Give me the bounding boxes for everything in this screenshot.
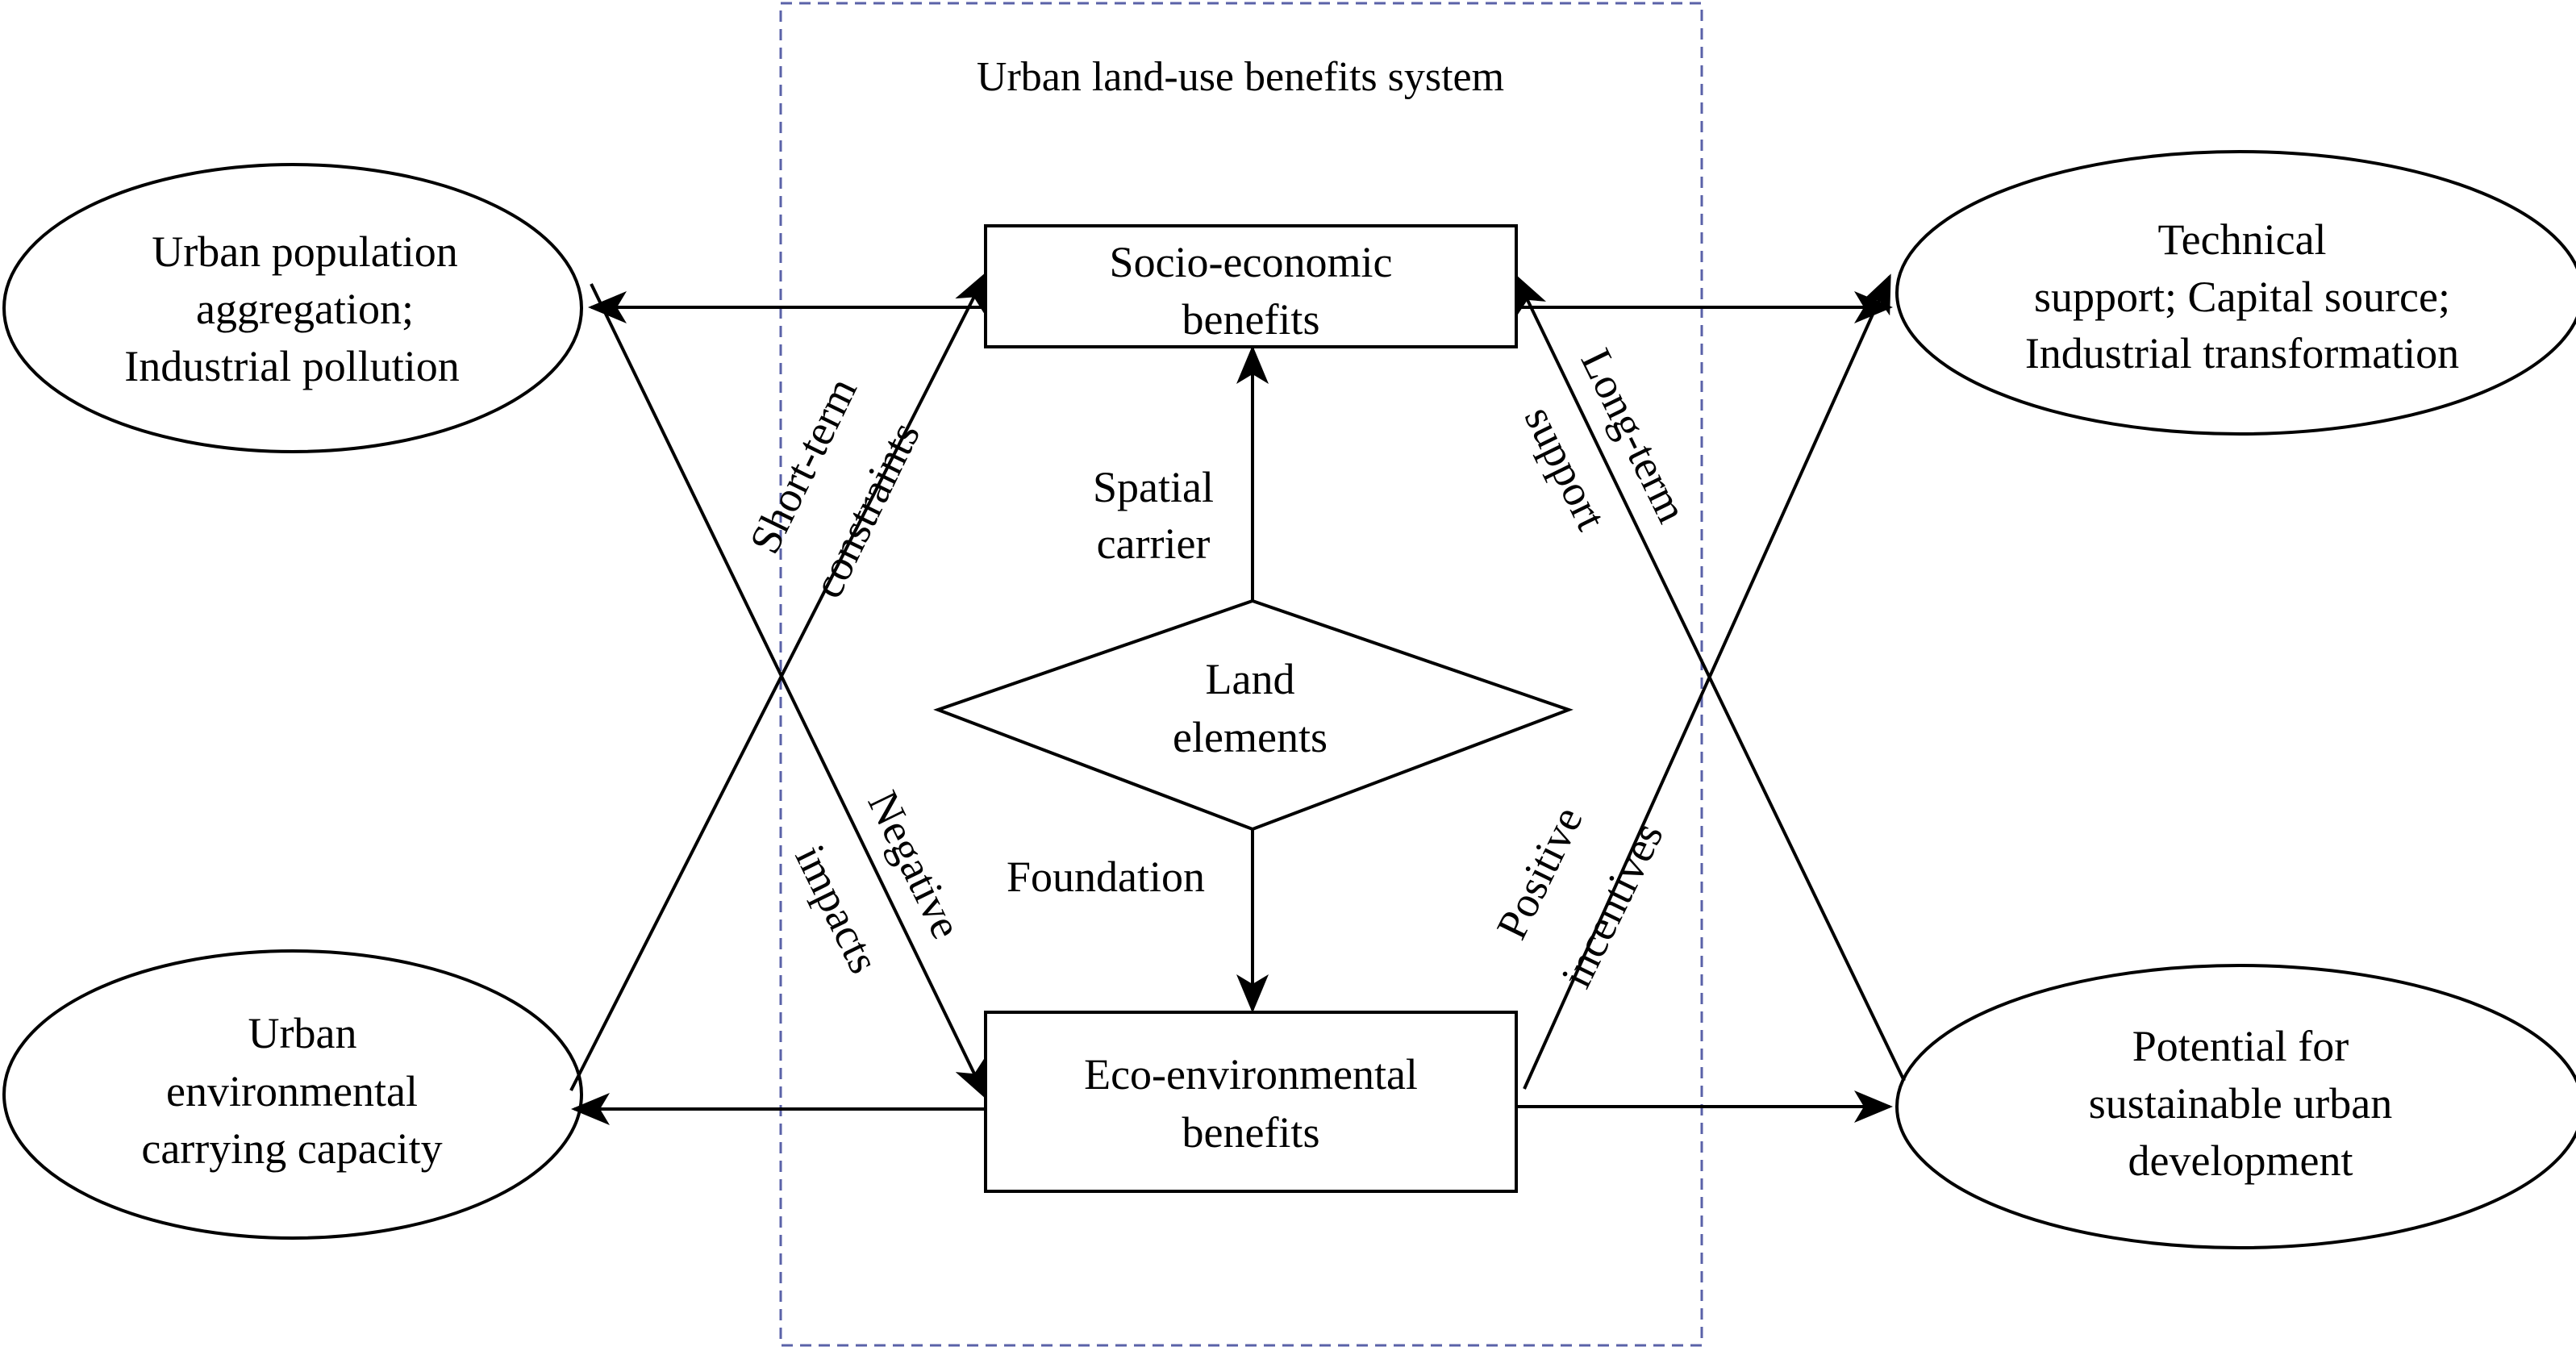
sustainable-potential-ellipse [1895, 964, 2576, 1249]
land-elements-line1: Land [1206, 655, 1295, 703]
sustainable-line3: development [2128, 1136, 2353, 1185]
arrow-capacity-to-socio [569, 271, 987, 1091]
sustainable-line2: sustainable urban [2089, 1079, 2392, 1128]
technical-capital-ellipse-shape [1895, 150, 2576, 436]
population-line1: Urban population [152, 227, 457, 276]
capacity-line2: environmental [166, 1067, 418, 1115]
eco-benefits-line1: Eco-environmental [1084, 1050, 1418, 1099]
socio-economic-benefits-box [984, 224, 1518, 348]
arrow-population-to-eco [590, 283, 987, 1100]
population-pollution-ellipse [2, 163, 583, 453]
spatial-carrier-line2: carrier [1097, 519, 1211, 568]
sustainable-line1: Potential for [2132, 1022, 2349, 1070]
impacts-label: impacts [786, 837, 889, 980]
technical-line1: Technical [2157, 215, 2326, 264]
socio-benefits-line2: benefits [1182, 295, 1320, 344]
eco-benefits-line2: benefits [1182, 1108, 1320, 1157]
eco-environmental-benefits-box [984, 1011, 1518, 1193]
land-elements-line2: elements [1173, 713, 1328, 761]
spatial-carrier-line1: Spatial [1093, 463, 1214, 511]
system-title: Urban land-use benefits system [977, 54, 1504, 100]
population-line3: Industrial pollution [124, 342, 459, 390]
technical-line2: support; Capital source; [2034, 273, 2450, 321]
negative-label: Negative [858, 783, 970, 945]
foundation-label: Foundation [1007, 853, 1205, 901]
technical-line3: Industrial transformation [2025, 329, 2459, 377]
socio-benefits-line1: Socio-economic [1110, 238, 1393, 286]
capacity-line3: carrying capacity [141, 1124, 442, 1173]
arrow-eco-to-technical [1523, 273, 1891, 1090]
population-line2: aggregation; [196, 285, 414, 333]
capacity-line1: Urban [248, 1009, 357, 1057]
